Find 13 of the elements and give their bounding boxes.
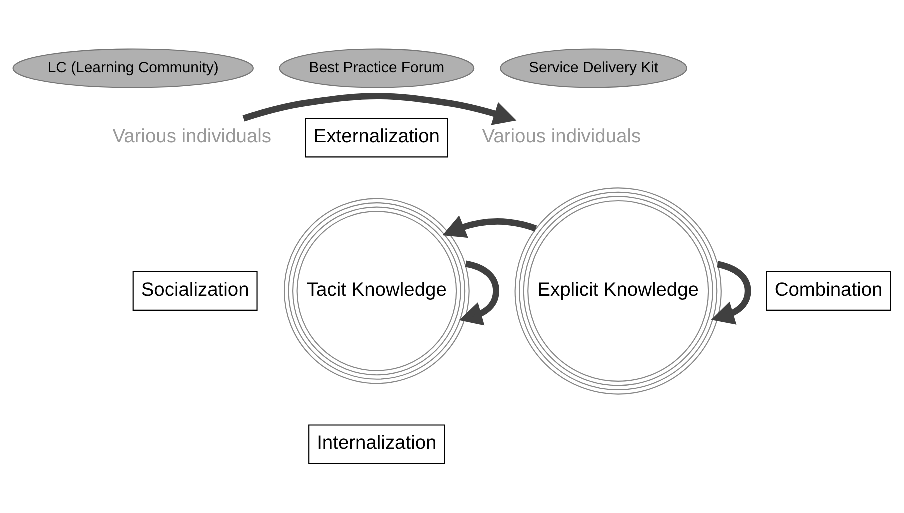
node-text: Various individuals	[482, 126, 642, 148]
arrow	[459, 260, 500, 326]
node-text: Various individuals	[112, 126, 272, 148]
arrow	[442, 216, 538, 238]
node-circle: Explicit Knowledge	[514, 188, 722, 395]
node-ellipse: Best Practice Forum	[279, 48, 475, 88]
node-ellipse: Service Delivery Kit	[500, 48, 688, 88]
node-ellipse: LC (Learning Community)	[12, 48, 254, 88]
node-box: Combination	[766, 271, 892, 311]
node-box: Internalization	[308, 424, 446, 464]
node-box: Externalization	[305, 118, 448, 158]
arrow	[242, 93, 517, 126]
node-box: Socialization	[132, 271, 258, 311]
